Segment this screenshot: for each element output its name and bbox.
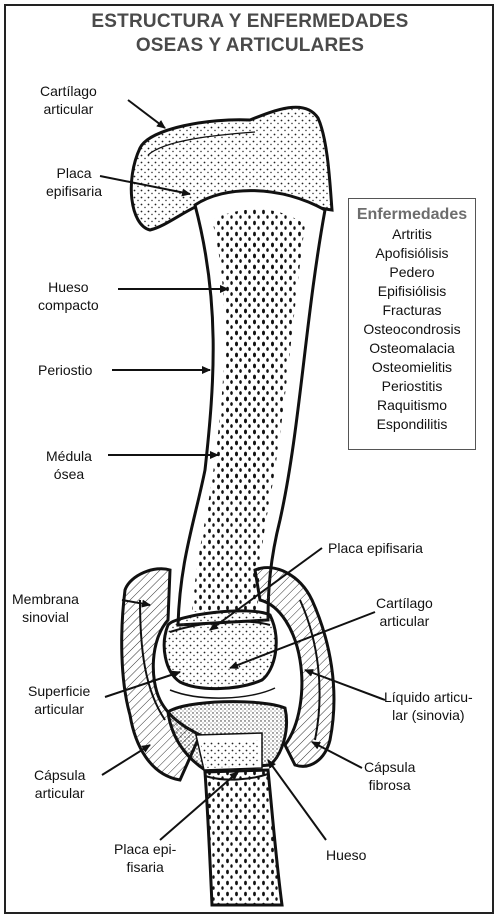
arrow-membrana [121,599,151,608]
arrow-capsula-articular [101,744,151,776]
arrow-liquido [304,669,386,701]
arrow-placa-bottom [159,771,239,841]
label-hueso: Hueso [326,847,367,863]
disease-item: Espondilitis [376,416,448,432]
arrow-cartilago-top [127,99,166,129]
disease-item: Fracturas [382,302,442,318]
page-title: ESTRUCTURA Y ENFERMEDADES OSEAS Y ARTICU… [0,10,500,58]
label-capsula-articular: Cápsula articular [34,767,86,801]
disease-item: Raquitismo [376,397,448,413]
label-placa-epifisaria-right: Placa epifisaria [328,540,423,556]
bone-shaft [176,189,327,627]
diseases-list: Artritis Apofisiólisis Pedero Epifisióli… [349,225,475,434]
joint-space [169,687,276,699]
title-line-1: ESTRUCTURA Y ENFERMEDADES [91,11,409,32]
disease-item: Periostitis [381,378,443,394]
label-hueso-compacto: Hueso compacto [38,279,99,313]
label-cartilago-articular-top: Cartílago articular [40,83,97,117]
label-capsula-fibrosa: Cápsula fibrosa [364,759,416,793]
label-medula-osea: Médula ósea [46,448,92,482]
lower-bone-head [166,700,289,772]
disease-item: Epifisiólisis [377,283,447,299]
label-superficie-articular: Superficie articular [28,683,91,717]
disease-item: Pedero [389,264,435,280]
arrow-placa-right [209,547,323,631]
arrow-capsula-fibrosa [311,741,363,769]
title-line-2: OSEAS Y ARTICULARES [135,35,365,56]
disease-item: Osteocondrosis [363,321,461,337]
label-periostio: Periostio [38,362,93,378]
label-membrana-sinovial: Membrana sinovial [12,591,79,625]
diseases-box: Enfermedades Artritis Apofisiólisis Pede… [348,198,476,450]
arrow-hueso [267,759,327,841]
disease-item: Osteomalacia [369,340,455,356]
arrow-placa-top [99,175,191,197]
label-cartilago-articular-right: Cartílago articular [376,595,433,629]
arrow-cartilago-right [229,611,376,669]
disease-item: Artritis [392,226,432,242]
page-frame [4,4,494,914]
disease-item: Osteomielitis [371,359,453,375]
label-arrows [99,99,386,841]
diseases-heading: Enfermedades [356,206,468,223]
label-placa-epifisaria-bottom: Placa epi- fisaria [114,841,177,875]
disease-item: Apofisiólisis [375,245,449,261]
arrow-superficie [104,670,181,698]
label-liquido-articular: Líquido articu- lar (sinovia) [384,689,473,723]
label-placa-epifisaria-top: Placa epifisaria [46,165,103,199]
